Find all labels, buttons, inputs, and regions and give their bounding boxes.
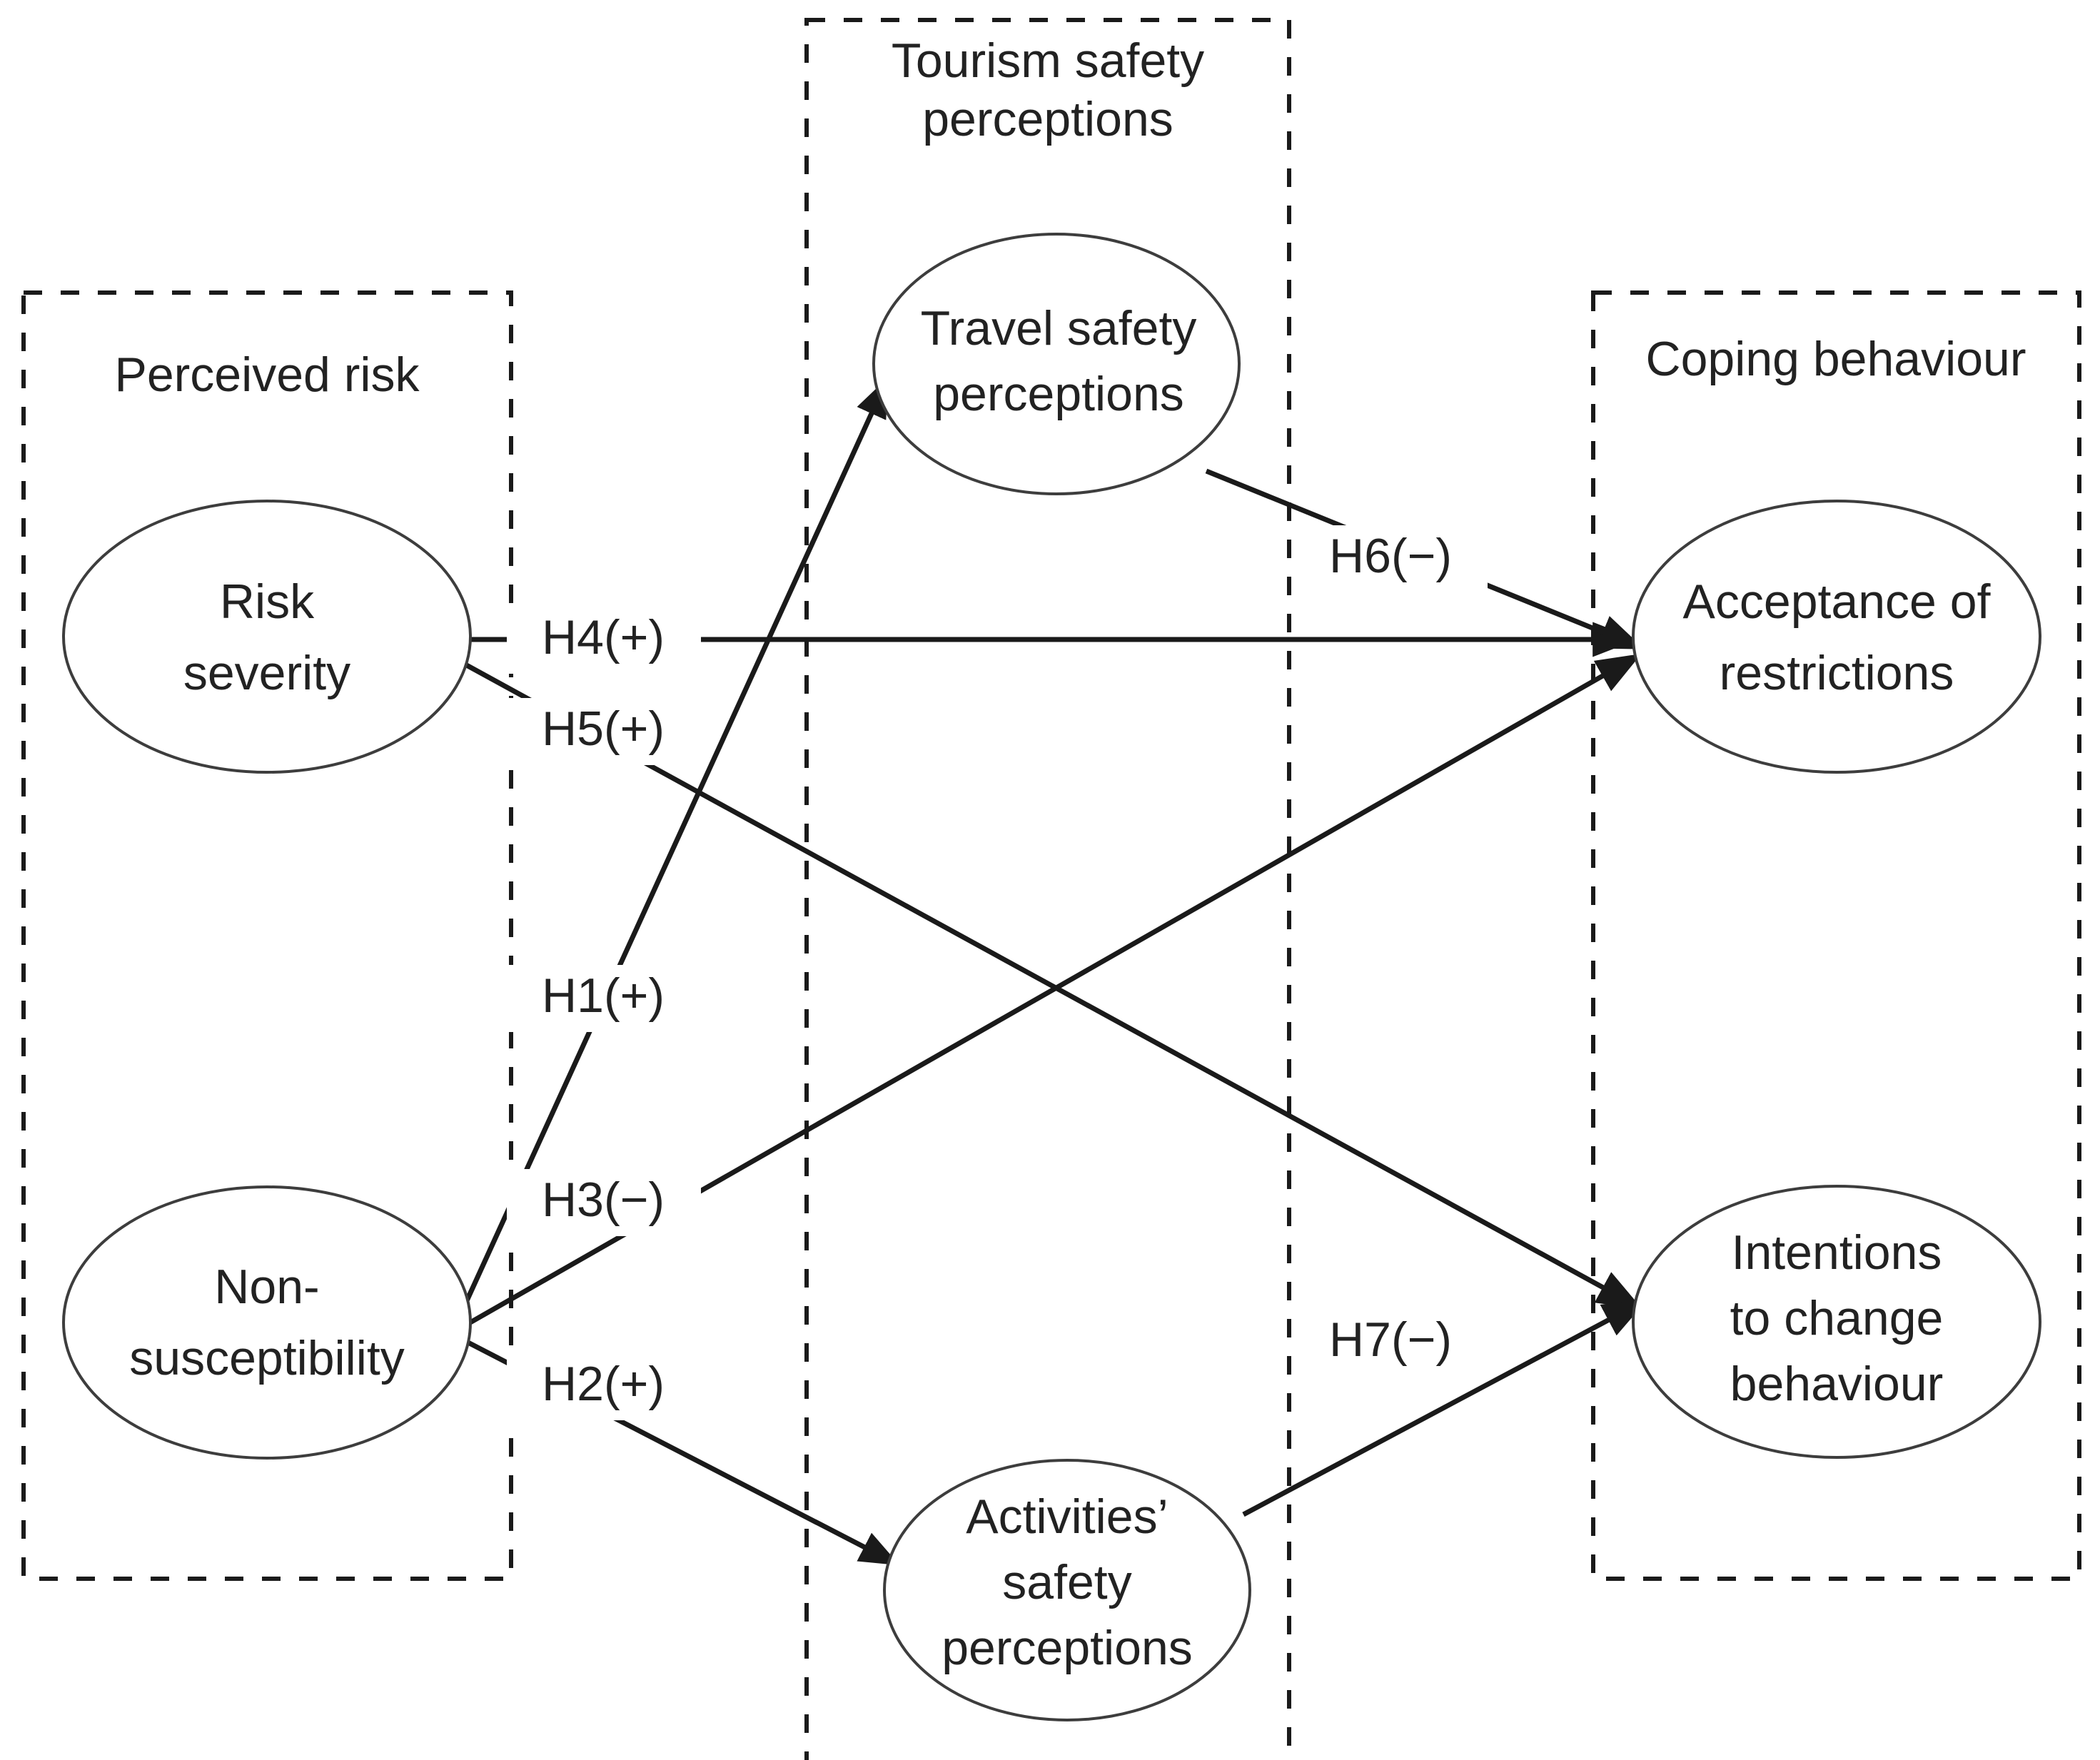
node-activities-safety-perceptions[interactable] — [883, 1459, 1251, 1721]
group-label-coping-behaviour: Coping behaviour — [1645, 332, 2026, 386]
hyp-label-h1: H1(+) — [542, 968, 665, 1023]
node-label-travel-safety-line1: Travel safety — [921, 301, 1197, 355]
hyp-label-h2: H2(+) — [542, 1357, 665, 1411]
node-label-non-susceptibility-line2: susceptibility — [129, 1331, 405, 1385]
group-box-tourism-safety-perceptions — [804, 18, 1291, 1760]
hyp-label-h6: H6(−) — [1329, 529, 1452, 583]
group-label-tourism-safety-line2: perceptions — [922, 92, 1173, 146]
node-label-acceptance-line2: restrictions — [1720, 646, 1954, 700]
node-risk-severity[interactable] — [62, 500, 472, 774]
edge-h1 — [458, 377, 890, 1315]
hyp-label-h7: H7(−) — [1329, 1313, 1452, 1367]
hyp-label-bg-h5 — [507, 698, 701, 765]
group-label-perceived-risk: Perceived risk — [114, 348, 420, 402]
hyp-label-bg-h1 — [507, 965, 701, 1032]
group-box-coping-behaviour — [1591, 290, 2081, 1581]
node-label-activities-safety-line3: perceptions — [942, 1621, 1193, 1675]
node-label-travel-safety-line2: perceptions — [933, 367, 1184, 421]
node-label-acceptance-line1: Acceptance of — [1683, 575, 1991, 629]
node-label-risk-severity-line2: severity — [183, 646, 350, 700]
hyp-label-bg-h6 — [1293, 525, 1488, 592]
edge-h7 — [1242, 1298, 1648, 1517]
hyp-label-bg-h2 — [507, 1353, 701, 1420]
hyp-label-bg-h7 — [1293, 1309, 1488, 1376]
node-label-non-susceptibility-line1: Non- — [214, 1260, 319, 1314]
node-label-activities-safety-line1: Activities’ — [966, 1490, 1168, 1544]
node-label-intentions-line3: behaviour — [1730, 1357, 1944, 1411]
hyp-label-h4: H4(+) — [542, 610, 665, 664]
group-label-tourism-safety-line1: Tourism safety — [892, 34, 1204, 88]
hyp-label-bg-h3 — [507, 1169, 701, 1236]
node-travel-safety-perceptions[interactable] — [872, 233, 1241, 495]
node-non-susceptibility[interactable] — [62, 1185, 472, 1460]
hyp-label-h3: H3(−) — [542, 1173, 665, 1227]
node-label-intentions-line1: Intentions — [1732, 1225, 1942, 1280]
node-acceptance-of-restrictions[interactable] — [1632, 500, 2041, 774]
hyp-label-h5: H5(+) — [542, 702, 665, 756]
node-label-intentions-line2: to change — [1730, 1291, 1944, 1345]
node-label-activities-safety-line2: safety — [1002, 1555, 1131, 1609]
node-label-risk-severity-line1: Risk — [220, 575, 315, 629]
hyp-label-bg-h4 — [507, 607, 701, 674]
edge-h5 — [463, 661, 1642, 1310]
node-intentions-to-change-behaviour[interactable] — [1632, 1185, 2041, 1459]
group-box-perceived-risk — [21, 290, 513, 1581]
